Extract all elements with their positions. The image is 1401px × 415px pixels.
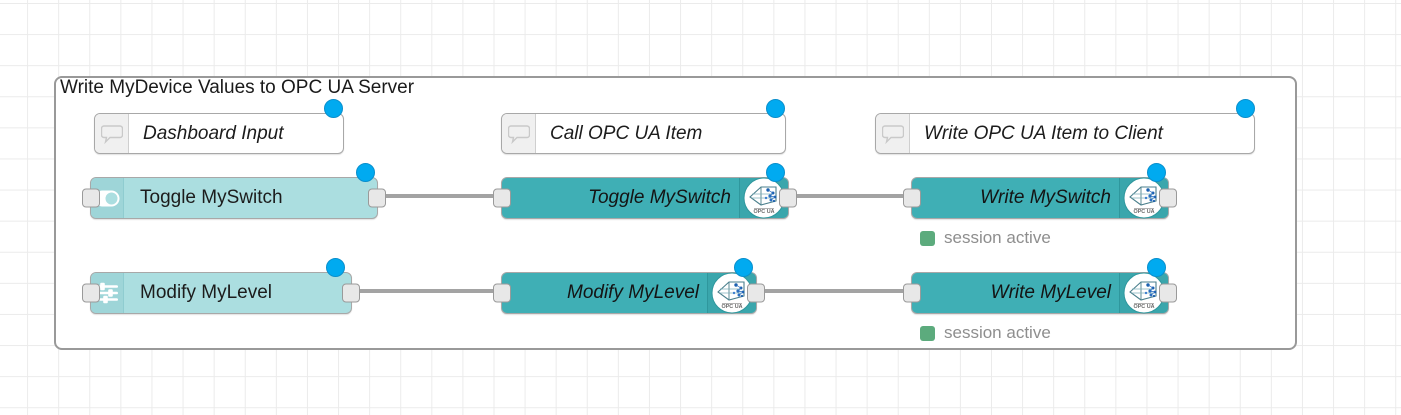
svg-text:OPC UA: OPC UA [754,209,775,215]
node-output-port[interactable] [1159,188,1177,208]
status-badge-write-mylevel: session active [920,323,1051,343]
status-label: session active [944,323,1051,342]
node-output-port[interactable] [368,188,386,208]
node-input-port[interactable] [82,283,100,303]
opc-ua-icon: OPC UA [707,272,756,314]
node-input-port[interactable] [82,188,100,208]
opc-ua-icon: OPC UA [1119,272,1168,314]
change-indicator-dot [766,163,785,182]
change-indicator-dot [1236,99,1255,118]
change-indicator-dot [356,163,375,182]
comment-node-write-opc-ua-item-to-client[interactable]: Write OPC UA Item to Client [875,113,1255,154]
comment-label: Call OPC UA Item [550,122,703,144]
comment-node-dashboard-input[interactable]: Dashboard Input [94,113,344,154]
change-indicator-dot [1147,163,1166,182]
node-input-port[interactable] [903,188,921,208]
comment-label: Write OPC UA Item to Client [924,122,1163,144]
node-input-port[interactable] [903,283,921,303]
node-output-port[interactable] [342,283,360,303]
comment-icon [95,114,129,153]
node-output-port[interactable] [747,283,765,303]
status-label: session active [944,228,1051,247]
dashboard-slider-node-modify-mylevel[interactable]: Modify MyLevel [82,272,360,314]
node-input-port[interactable] [493,283,511,303]
change-indicator-dot [1147,258,1166,277]
node-label: Write MySwitch [980,187,1111,208]
wire-toggle-opcua-to-write[interactable] [790,194,912,198]
change-indicator-dot [766,99,785,118]
svg-text:OPC UA: OPC UA [1134,304,1155,310]
status-dot-green [920,325,935,341]
node-output-port[interactable] [1159,283,1177,303]
opcua-item-node-toggle-myswitch[interactable]: Toggle MySwitch OPC UA [493,177,797,219]
opcua-write-node-write-mylevel[interactable]: Write MyLevel OPC UA [903,272,1177,314]
toggle-switch-icon [91,178,124,218]
status-badge-write-myswitch: session active [920,228,1051,248]
group-label: Write MyDevice Values to OPC UA Server [60,77,415,98]
opcua-write-node-write-myswitch[interactable]: Write MySwitch OPC UA [903,177,1177,219]
node-label: Modify MyLevel [567,282,699,303]
opcua-item-node-modify-mylevel[interactable]: Modify MyLevel OPC UA [493,272,765,314]
node-input-port[interactable] [493,188,511,208]
wire-level-opcua-to-write[interactable] [758,289,912,293]
status-dot-green [920,230,935,246]
wire-level-ui-to-opcua[interactable] [353,289,502,293]
comment-node-call-opc-ua-item[interactable]: Call OPC UA Item [501,113,786,154]
change-indicator-dot [324,99,343,118]
comment-icon [502,114,536,153]
change-indicator-dot [326,258,345,277]
wire-toggle-ui-to-opcua[interactable] [380,194,502,198]
comment-label: Dashboard Input [143,122,284,144]
comment-icon [876,114,910,153]
node-label: Toggle MySwitch [588,187,731,208]
node-output-port[interactable] [779,188,797,208]
svg-text:OPC UA: OPC UA [1134,209,1155,215]
node-label: Toggle MySwitch [140,187,283,208]
svg-text:OPC UA: OPC UA [722,304,743,310]
node-label: Modify MyLevel [140,282,272,303]
dashboard-switch-node-toggle-myswitch[interactable]: Toggle MySwitch [82,177,386,219]
node-label: Write MyLevel [990,282,1111,303]
change-indicator-dot [734,258,753,277]
